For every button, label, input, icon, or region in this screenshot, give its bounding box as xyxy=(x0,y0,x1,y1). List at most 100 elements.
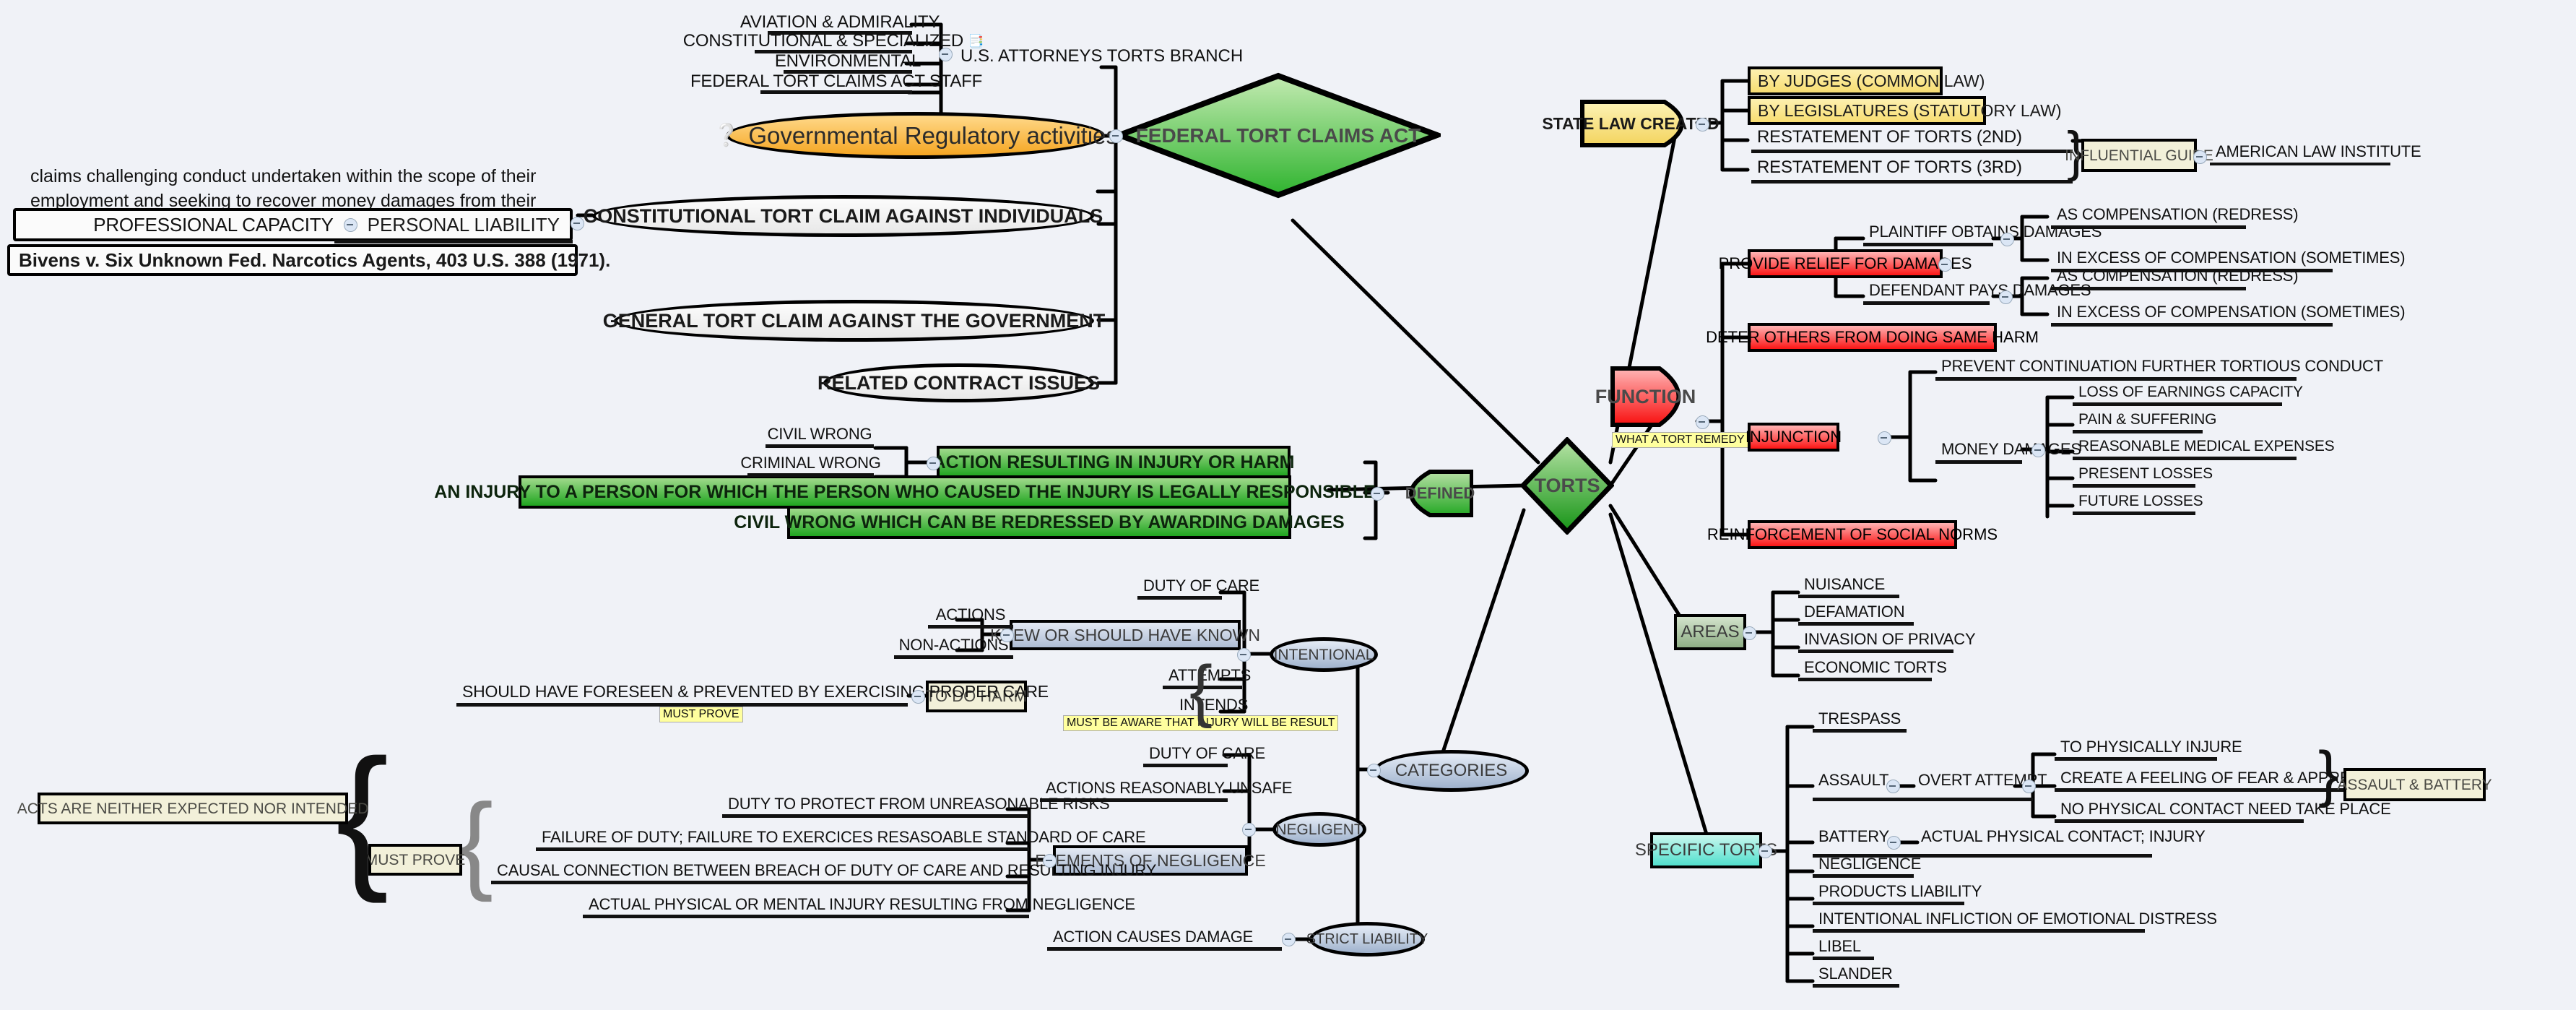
node-actual-physical-mental-injury[interactable]: ACTUAL PHYSICAL OR MENTAL INJURY RESULTI… xyxy=(583,895,1135,918)
node-provide-relief-for-damages[interactable]: PROVIDE RELIEF FOR DAMAGES xyxy=(1719,249,1972,278)
node-loss-of-earnings-capacity[interactable]: LOSS OF EARNINGS CAPACITY xyxy=(2073,383,2303,406)
node-reasonable-medical-expenses[interactable]: REASONABLE MEDICAL EXPENSES xyxy=(2073,437,2335,460)
node-in-excess-of-compensation-2[interactable]: IN EXCESS OF COMPENSATION (SOMETIMES) xyxy=(2051,302,2406,327)
collapse-toggle-defined[interactable] xyxy=(1371,487,1384,501)
node-state-law-created[interactable]: STATE LAW CREATED xyxy=(1542,98,1719,149)
collapse-toggle-negligent[interactable] xyxy=(1242,823,1256,837)
node-restatement-2nd[interactable]: RESTATEMENT OF TORTS (2ND) xyxy=(1751,126,2073,153)
collapse-toggle-strict-liability[interactable] xyxy=(1282,933,1296,946)
node-elements-of-negligence[interactable]: ELEMENTS OF NEGLIGENCE xyxy=(1035,845,1266,876)
node-reinforcement-social-norms[interactable]: REINFORCEMENT OF SOCIAL NORMS xyxy=(1707,520,1998,549)
node-knew-or-should-have-known[interactable]: KNEW OR SHOULD HAVE KNOWN xyxy=(990,620,1260,650)
node-defined[interactable]: DEFINED xyxy=(1387,468,1475,519)
collapse-toggle-elements[interactable] xyxy=(1043,854,1057,868)
node-to-do-harm[interactable]: TO DO HARM xyxy=(926,681,1027,712)
node-strict-liability[interactable]: STRICT LIABILITY xyxy=(1306,922,1428,957)
node-civil-wrong[interactable]: CIVIL WRONG xyxy=(766,425,874,448)
node-battery[interactable]: BATTERY xyxy=(1813,826,1892,849)
node-influential-guide[interactable]: INFLUENTIAL GUIDE xyxy=(2065,139,2213,172)
collapse-toggle-injunction[interactable] xyxy=(1878,431,1891,445)
node-by-judges-common-law[interactable]: BY JUDGES (COMMON LAW) xyxy=(1748,66,1985,95)
node-injury-to-person[interactable]: AN INJURY TO A PERSON FOR WHICH THE PERS… xyxy=(434,475,1376,509)
node-assault-and-battery[interactable]: ASSAULT & BATTERY xyxy=(2337,768,2492,801)
root-node-torts[interactable]: TORTS xyxy=(1520,437,1614,535)
node-assault[interactable]: ASSAULT xyxy=(1813,769,1892,793)
node-ftca-staff[interactable]: FEDERAL TORT CLAIMS ACT STAFF xyxy=(690,72,982,94)
node-failure-of-duty[interactable]: FAILURE OF DUTY; FAILURE TO EXERCICES RE… xyxy=(536,828,1146,851)
collapse-toggle-action-resulting[interactable] xyxy=(927,457,940,470)
node-criminal-wrong[interactable]: CRIMINAL WRONG xyxy=(740,454,881,477)
node-professional-capacity-personal-liability[interactable]: PROFESSIONAL CAPACITY PERSONAL LIABILITY xyxy=(13,208,573,241)
node-future-losses[interactable]: FUTURE LOSSES xyxy=(2073,492,2203,515)
collapse-toggle-intentional[interactable] xyxy=(1237,648,1251,662)
node-attempts[interactable]: ATTEMPTS xyxy=(1163,666,1251,689)
node-causal-connection[interactable]: CAUSAL CONNECTION BETWEEN BREACH OF DUTY… xyxy=(491,861,1156,884)
node-areas[interactable]: AREAS xyxy=(1674,614,1746,650)
node-action-resulting-in-injury[interactable]: ACTION RESULTING IN INJURY OR HARM xyxy=(933,446,1294,479)
node-actions-reasonably-unsafe[interactable]: ACTIONS REASONABLY UNSAFE xyxy=(1040,779,1293,802)
node-should-have-foreseen[interactable]: SHOULD HAVE FORESEEN & PREVENTED BY EXER… xyxy=(456,682,1049,707)
node-defendant-pays-damages[interactable]: DEFENDANT PAYS DAMAGES xyxy=(1863,280,2091,305)
node-pain-and-suffering[interactable]: PAIN & SUFFERING xyxy=(2073,410,2216,433)
collapse-toggle-capacity[interactable] xyxy=(343,217,357,232)
node-duty-of-care-negligent[interactable]: DUTY OF CARE xyxy=(1143,744,1265,767)
node-in-excess-of-compensation-1[interactable]: IN EXCESS OF COMPENSATION (SOMETIMES) xyxy=(2051,248,2406,272)
node-aviation-admirality[interactable]: AVIATION & ADMIRALITY xyxy=(740,13,940,35)
node-to-physically-injure[interactable]: TO PHYSICALLY INJURE xyxy=(2055,738,2242,761)
node-as-compensation-redress-2[interactable]: AS COMPENSATION (REDRESS) xyxy=(2051,266,2299,290)
node-create-feeling-of-fear[interactable]: CREATE A FEELING OF FEAR & APPREHENSION xyxy=(2055,769,2422,792)
node-actions[interactable]: ACTIONS xyxy=(928,605,1013,629)
collapse-toggle-specific-torts[interactable] xyxy=(1758,845,1772,858)
collapse-toggle-relief[interactable] xyxy=(1938,258,1952,272)
node-prevent-continuation[interactable]: PREVENT CONTINUATION FURTHER TORTIOUS CO… xyxy=(1935,356,2383,381)
node-environmental[interactable]: ENVIRONMENTAL xyxy=(775,52,921,74)
node-categories[interactable]: CATEGORIES xyxy=(1374,750,1529,792)
node-civil-wrong-redressed[interactable]: CIVIL WRONG WHICH CAN BE REDRESSED BY AW… xyxy=(734,506,1345,539)
collapse-toggle-money-damages[interactable] xyxy=(2031,444,2045,457)
ftca-node[interactable]: FEDERAL TORT CLAIMS ACT xyxy=(1116,72,1441,199)
node-us-attorneys-torts-branch[interactable]: U.S. ATTORNEYS TORTS BRANCH xyxy=(960,46,1244,66)
collapse-toggle-knew[interactable] xyxy=(1000,629,1014,642)
node-slander[interactable]: SLANDER xyxy=(1813,964,1899,988)
collapse-toggle-assault[interactable] xyxy=(1886,780,1900,793)
node-overt-attempt[interactable]: OVERT ATTEMPT xyxy=(1912,769,2047,793)
node-actual-physical-contact[interactable]: ACTUAL PHYSICAL CONTACT; INJURY xyxy=(1915,826,2206,849)
node-injunction[interactable]: INJUNCTION xyxy=(1745,423,1842,452)
node-non-actions[interactable]: NON-ACTIONS xyxy=(894,636,1013,659)
node-deter-others[interactable]: DETER OTHERS FROM DOING SAME HARM xyxy=(1706,323,2039,352)
node-negligence-specific[interactable]: NEGLIGENCE xyxy=(1813,855,1921,878)
collapse-toggle-influential-guide[interactable] xyxy=(2193,150,2207,164)
node-general-tort-claim[interactable]: GENERAL TORT CLAIM AGAINST THE GOVERNMEN… xyxy=(603,300,1105,342)
node-plaintiff-obtains-damages[interactable]: PLAINTIFF OBTAINS DAMAGES xyxy=(1863,222,2102,246)
collapse-toggle-state-law[interactable] xyxy=(1696,118,1709,131)
node-as-compensation-redress-1[interactable]: AS COMPENSATION (REDRESS) xyxy=(2051,204,2299,229)
collapse-toggle-us-attorneys[interactable] xyxy=(939,48,953,61)
node-american-law-institute[interactable]: AMERICAN LAW INSTITUTE xyxy=(2210,142,2421,165)
node-governmental-regulatory-activities[interactable]: ❔ Governmental Regulatory activities xyxy=(713,112,1118,159)
node-invasion-of-privacy[interactable]: INVASION OF PRIVACY xyxy=(1798,630,1976,653)
node-defamation[interactable]: DEFAMATION xyxy=(1798,603,1914,626)
node-related-contract-issues[interactable]: RELATED CONTRACT ISSUES xyxy=(818,363,1100,402)
node-no-physical-contact[interactable]: NO PHYSICAL CONTACT NEED TAKE PLACE xyxy=(2055,800,2391,823)
collapse-toggle-areas[interactable] xyxy=(1743,626,1756,640)
collapse-toggle-defendant-damages[interactable] xyxy=(1999,290,2013,304)
collapse-toggle-plaintiff-damages[interactable] xyxy=(2000,233,2014,246)
node-bivens-citation[interactable]: Bivens v. Six Unknown Fed. Narcotics Age… xyxy=(7,244,610,276)
node-intentional[interactable]: INTENTIONAL xyxy=(1270,637,1378,672)
node-action-causes-damage[interactable]: ACTION CAUSES DAMAGE xyxy=(1047,928,1282,951)
node-by-legislatures-statutory-law[interactable]: BY LEGISLATURES (STATUTORY LAW) xyxy=(1748,96,2062,125)
node-duty-of-care-intentional[interactable]: DUTY OF CARE xyxy=(1137,577,1259,600)
node-restatement-3rd[interactable]: RESTATEMENT OF TORTS (3RD) xyxy=(1751,156,2073,184)
node-must-prove[interactable]: MUST PROVE xyxy=(365,844,465,876)
node-present-losses[interactable]: PRESENT LOSSES xyxy=(2073,465,2213,488)
node-money-damages[interactable]: MONEY DAMAGES xyxy=(1935,439,2081,464)
node-products-liability[interactable]: PRODUCTS LIABILITY xyxy=(1813,882,1982,905)
collapse-toggle-constitutional[interactable] xyxy=(571,217,584,230)
collapse-toggle-to-do-harm[interactable] xyxy=(911,690,925,704)
node-function[interactable]: FUNCTION xyxy=(1595,365,1699,428)
collapse-toggle-battery[interactable] xyxy=(1887,836,1901,850)
node-acts-neither-expected[interactable]: ACTS ARE NEITHER EXPECTED NOR INTENDED xyxy=(17,793,368,824)
collapse-toggle-overt-attempt[interactable] xyxy=(2022,780,2036,793)
node-nuisance[interactable]: NUISANCE xyxy=(1798,575,1899,598)
node-trespass[interactable]: TRESPASS xyxy=(1813,709,1907,733)
